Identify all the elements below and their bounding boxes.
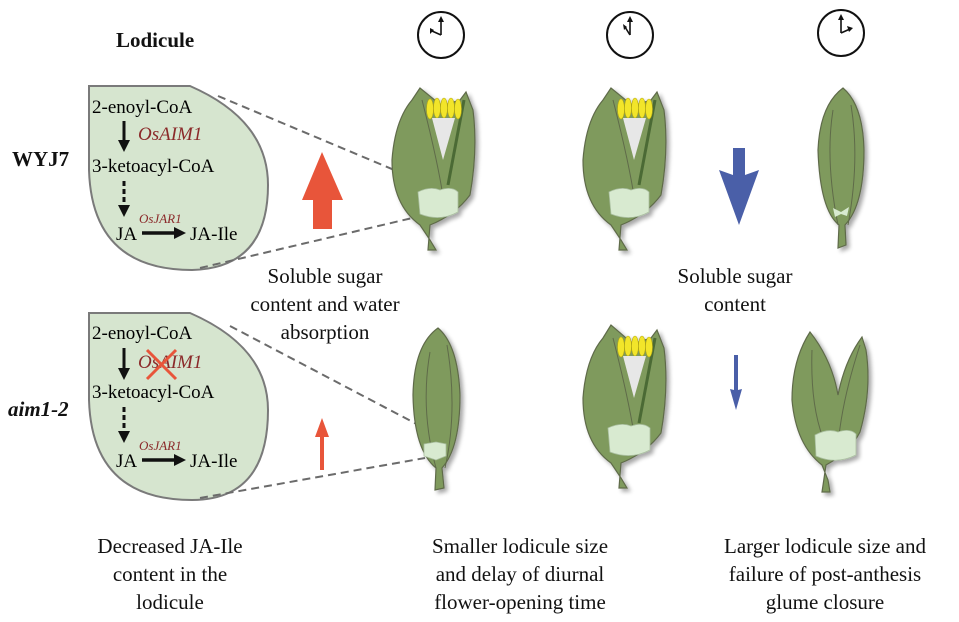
product-ja: JA — [116, 224, 137, 245]
enzyme-osaim1: OsAIM1 — [138, 124, 202, 145]
clock-icon-early — [417, 11, 465, 59]
spikelet-closed-wyj7-afternoon — [817, 87, 865, 249]
arrow-step3-head — [174, 454, 186, 466]
decrease-line-1: Soluble sugar — [677, 264, 793, 288]
final-product-ja-ile: JA-Ile — [190, 224, 237, 245]
decrease-arrow-large — [719, 148, 759, 225]
final-product-ja-ile: JA-Ile — [190, 451, 237, 472]
cross-out-icon — [145, 348, 178, 381]
increase-line-3: absorption — [280, 320, 370, 344]
zoom-line-top — [229, 325, 429, 431]
arrow-step3-head — [174, 227, 186, 239]
arrow-step2-head — [118, 431, 130, 443]
intermediate-label: 3-ketoacyl-CoA — [92, 156, 215, 177]
clock-icon-noon — [606, 11, 654, 59]
row-label-aim1-2: aim1-2 — [8, 397, 69, 421]
increase-line-2: content and water — [250, 292, 400, 316]
decrease-description: Soluble sugar content — [650, 262, 820, 318]
caption-line: Smaller lodicule size — [431, 534, 609, 558]
product-ja: JA — [116, 451, 137, 472]
caption-line: content in the — [112, 562, 228, 586]
arrow-step1-head — [118, 368, 130, 380]
caption-line: Larger lodicule size and — [724, 534, 926, 558]
decrease-arrow-small — [730, 355, 742, 410]
caption-smaller-lodicule: Smaller lodicule size and delay of diurn… — [405, 532, 635, 616]
caption-larger-lodicule: Larger lodicule size and failure of post… — [700, 532, 950, 616]
spikelet-open-aim1-2-noon — [582, 324, 667, 489]
spikelet-open-aim1-2-afternoon — [791, 330, 869, 493]
increase-line-1: Soluble sugar — [267, 264, 383, 288]
caption-line: flower-opening time — [434, 590, 606, 614]
decrease-line-2: content — [704, 292, 766, 316]
spikelet-open-wyj7-noon — [582, 87, 667, 251]
enzyme-osjar1: OsJAR1 — [139, 211, 182, 226]
caption-ja-ile: Decreased JA-Ile content in the lodicule — [60, 532, 280, 616]
clock-icon-afternoon — [817, 9, 865, 57]
enzyme-osjar1: OsJAR1 — [139, 438, 182, 453]
increase-arrow-large — [302, 152, 343, 229]
caption-line: and delay of diurnal — [435, 562, 605, 586]
increase-description: Soluble sugar content and water absorpti… — [250, 262, 400, 346]
spikelet-open-wyj7-early — [391, 87, 476, 251]
arrow-step2-head — [118, 205, 130, 217]
lodicule-pathway-panel-aim1-2: 2-enoyl-CoA OsAIM1 3-ketoacyl-CoA JA OsJ… — [88, 312, 429, 502]
intermediate-label: 3-ketoacyl-CoA — [92, 382, 215, 403]
substrate-label: 2-enoyl-CoA — [92, 323, 193, 344]
row-label-wyj7: WYJ7 — [12, 147, 70, 171]
figure-title: Lodicule — [116, 28, 195, 52]
increase-arrow-small — [315, 418, 329, 470]
caption-line: glume closure — [765, 590, 885, 614]
lodicule-pathway-panel-wyj7: 2-enoyl-CoA OsAIM1 3-ketoacyl-CoA JA OsJ… — [88, 85, 431, 272]
substrate-label: 2-enoyl-CoA — [92, 97, 193, 118]
arrow-step1-head — [118, 140, 130, 152]
spikelet-closed-aim1-2-early — [412, 327, 461, 491]
caption-line: lodicule — [136, 590, 204, 614]
caption-line: failure of post-anthesis — [728, 562, 922, 586]
caption-line: Decreased JA-Ile — [97, 534, 243, 558]
